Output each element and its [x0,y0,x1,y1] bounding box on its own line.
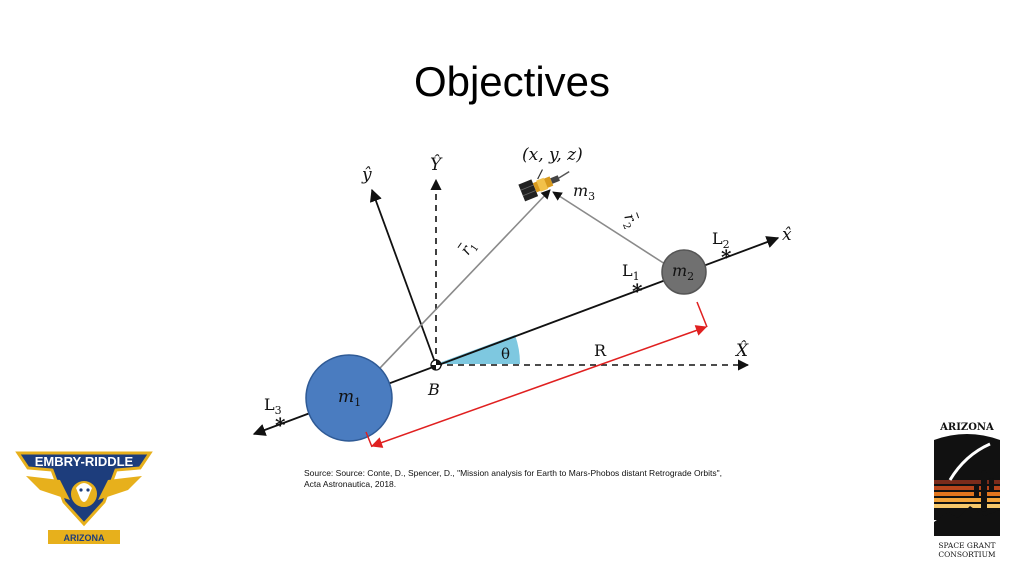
embry-riddle-wordmark: EMBRY-RIDDLE [35,454,134,469]
r2-label-group: r2 [617,211,641,231]
m1-label: m1 [338,387,361,409]
satellite-icon [518,169,570,202]
barycenter-label: B [427,380,440,399]
coords-label: (x, y, z) [522,145,583,165]
separation-arrow [370,325,708,448]
r1-label: r1 [457,237,482,260]
source-line-1: Source: Source: Conte, D., Spencer, D., … [304,468,722,478]
Xhat-label: X̂ [734,341,749,361]
l3-label: L3 [264,395,282,417]
l2-marker: * [721,245,732,269]
source-line-2: Acta Astronautica, 2018. [304,479,397,489]
asgc-arizona: ARIZONA [939,422,994,433]
arizona-space-grant-logo: ARIZONA SPACE GRANT CONSORTIUM [934,422,1000,559]
Yhat-label: Ŷ [430,154,443,175]
asgc-line1: SPACE GRANT [938,541,995,550]
m2-label: m2 [672,261,694,283]
source-citation: Source: Source: Conte, D., Spencer, D., … [304,468,774,490]
m2-body [661,249,707,295]
m3-label: m3 [573,181,595,203]
l1-label: L1 [622,261,640,283]
theta-label: θ [501,345,510,363]
r2-label: r2 [617,211,641,231]
embry-riddle-logo: EMBRY-RIDDLE ARIZONA [15,451,153,544]
yhat-label: ŷ [361,165,372,185]
slide-title: Objectives [413,58,611,105]
separation-label: R [594,341,607,360]
r2-vector [552,191,666,265]
rotating-y-axis [369,188,437,366]
xhat-label: x̂ [782,225,792,245]
asgc-line2: CONSORTIUM [938,550,996,559]
l2-label: L2 [712,229,730,251]
separation-arrow-top [696,301,708,328]
l1-marker: * [632,279,643,303]
barycenter-symbol [430,359,442,371]
l3-marker: * [275,413,286,437]
embry-riddle-arizona: ARIZONA [64,533,105,543]
r1-label-group: r1 [457,237,482,260]
